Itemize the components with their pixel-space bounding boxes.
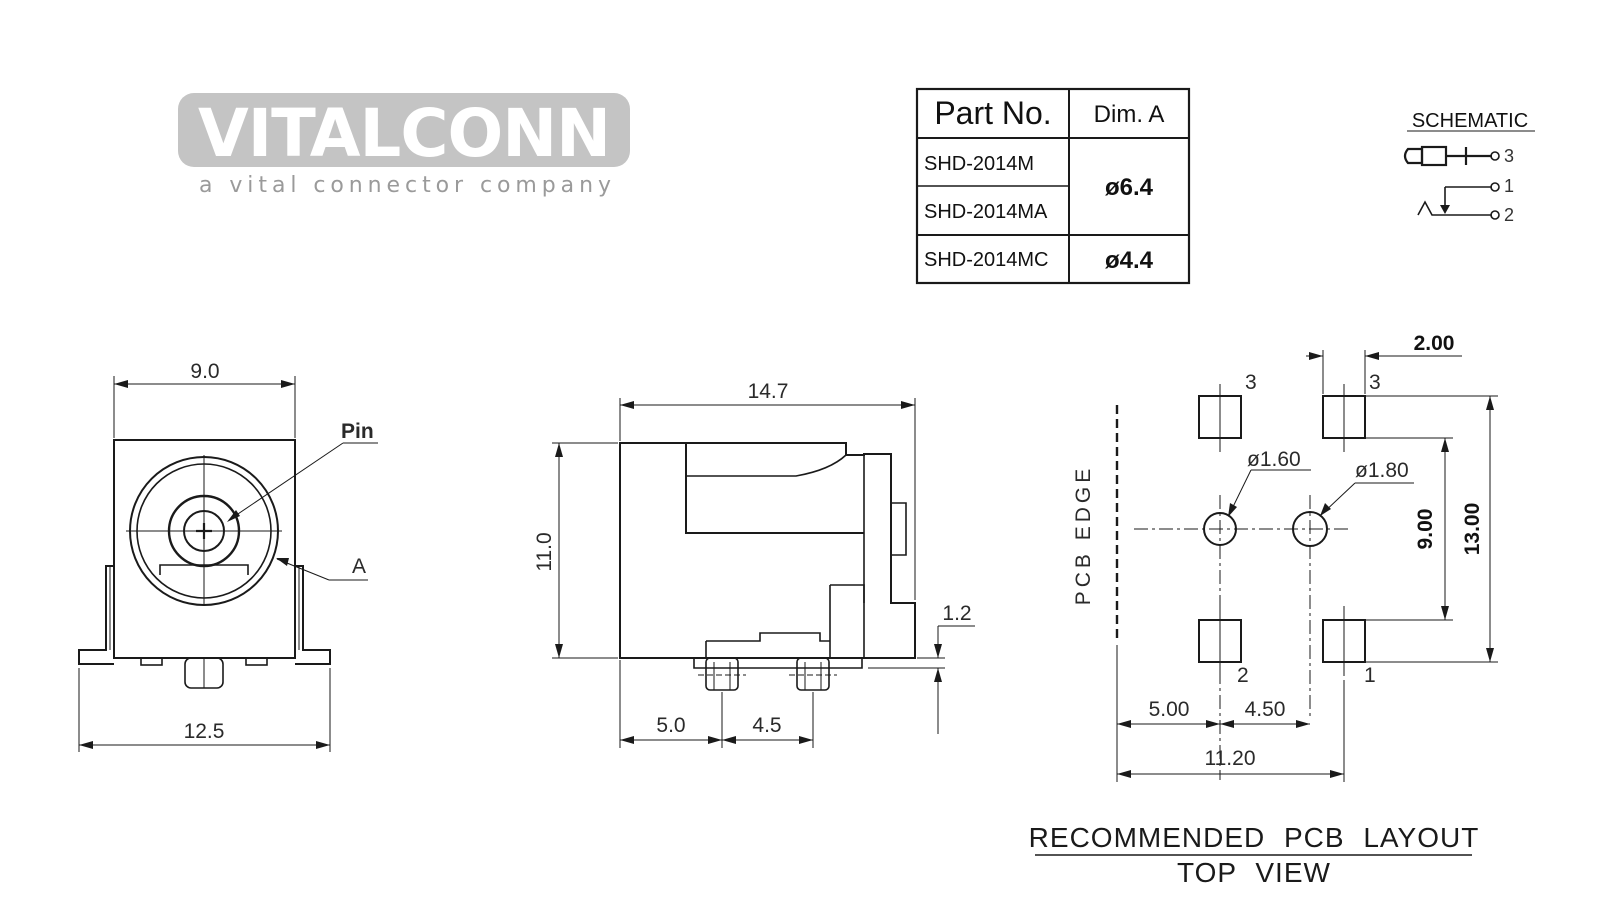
schematic-pin-2: 2: [1504, 205, 1514, 225]
logo-badge: [178, 93, 630, 167]
pcb-pitch-outer: 13.00: [1461, 503, 1484, 556]
schematic-pin-1: 1: [1504, 176, 1514, 196]
front-width-bottom: 12.5: [184, 720, 225, 743]
pcb-pad-label-1: 1: [1364, 664, 1376, 687]
front-width-top: 9.0: [190, 360, 219, 383]
table-part-3: SHD-2014MC: [924, 249, 1048, 271]
front-dim-a-label: A: [352, 555, 366, 578]
pcb-pitch-inner: 9.00: [1414, 509, 1437, 550]
side-view: 14.7 11.0 5.0 4.5 1.2: [533, 380, 975, 748]
pcb-pad-label-2: 2: [1237, 664, 1249, 687]
pcb-total: 11.20: [1205, 747, 1256, 770]
side-height: 11.0: [533, 532, 556, 571]
pcb-title: RECOMMENDED PCB LAYOUT: [1029, 822, 1480, 853]
pcb-pad-label-3a: 3: [1245, 371, 1257, 394]
pcb-subtitle: TOP VIEW: [1177, 857, 1331, 888]
logo: VITALCONN a vital connector company: [178, 93, 630, 198]
pcb-edge-label: PCB EDGE: [1072, 465, 1095, 606]
pcb-hole-1-label: ø1.60: [1247, 448, 1301, 471]
front-view: 9.0 12.5 Pin A: [78, 360, 378, 752]
side-spacing-2: 4.5: [752, 714, 781, 737]
front-pin-label: Pin: [341, 420, 374, 443]
pcb-pad-label-3b: 3: [1369, 371, 1381, 394]
pcb-layout: PCB EDGE 3 3 2 1 2.00 ø1.60: [1029, 332, 1498, 888]
side-tail: 1.2: [942, 602, 971, 625]
schematic-title: SCHEMATIC: [1412, 110, 1528, 132]
table-part-1: SHD-2014M: [924, 153, 1034, 175]
part-table: Part No. Dim. A SHD-2014M SHD-2014MA SHD…: [915, 87, 1191, 285]
pcb-hole-2-label: ø1.80: [1355, 459, 1409, 482]
schematic-pin-3: 3: [1504, 146, 1514, 166]
side-spacing-1: 5.0: [656, 714, 685, 737]
side-length: 14.7: [748, 380, 789, 403]
pcb-offset-1: 5.00: [1149, 698, 1190, 721]
schematic: SCHEMATIC 3 1 2: [1403, 110, 1535, 225]
pcb-offset-2: 4.50: [1245, 698, 1286, 721]
logo-tagline: a vital connector company: [199, 173, 613, 198]
table-part-2: SHD-2014MA: [924, 201, 1048, 223]
table-header-part-no: Part No.: [934, 95, 1051, 131]
table-header-dim-a: Dim. A: [1094, 101, 1165, 128]
logo-brand: VITALCONN: [198, 95, 610, 172]
table-dim-2: ø4.4: [1105, 247, 1154, 274]
table-dim-1: ø6.4: [1105, 174, 1154, 201]
pcb-pad-gap: 2.00: [1414, 332, 1455, 355]
